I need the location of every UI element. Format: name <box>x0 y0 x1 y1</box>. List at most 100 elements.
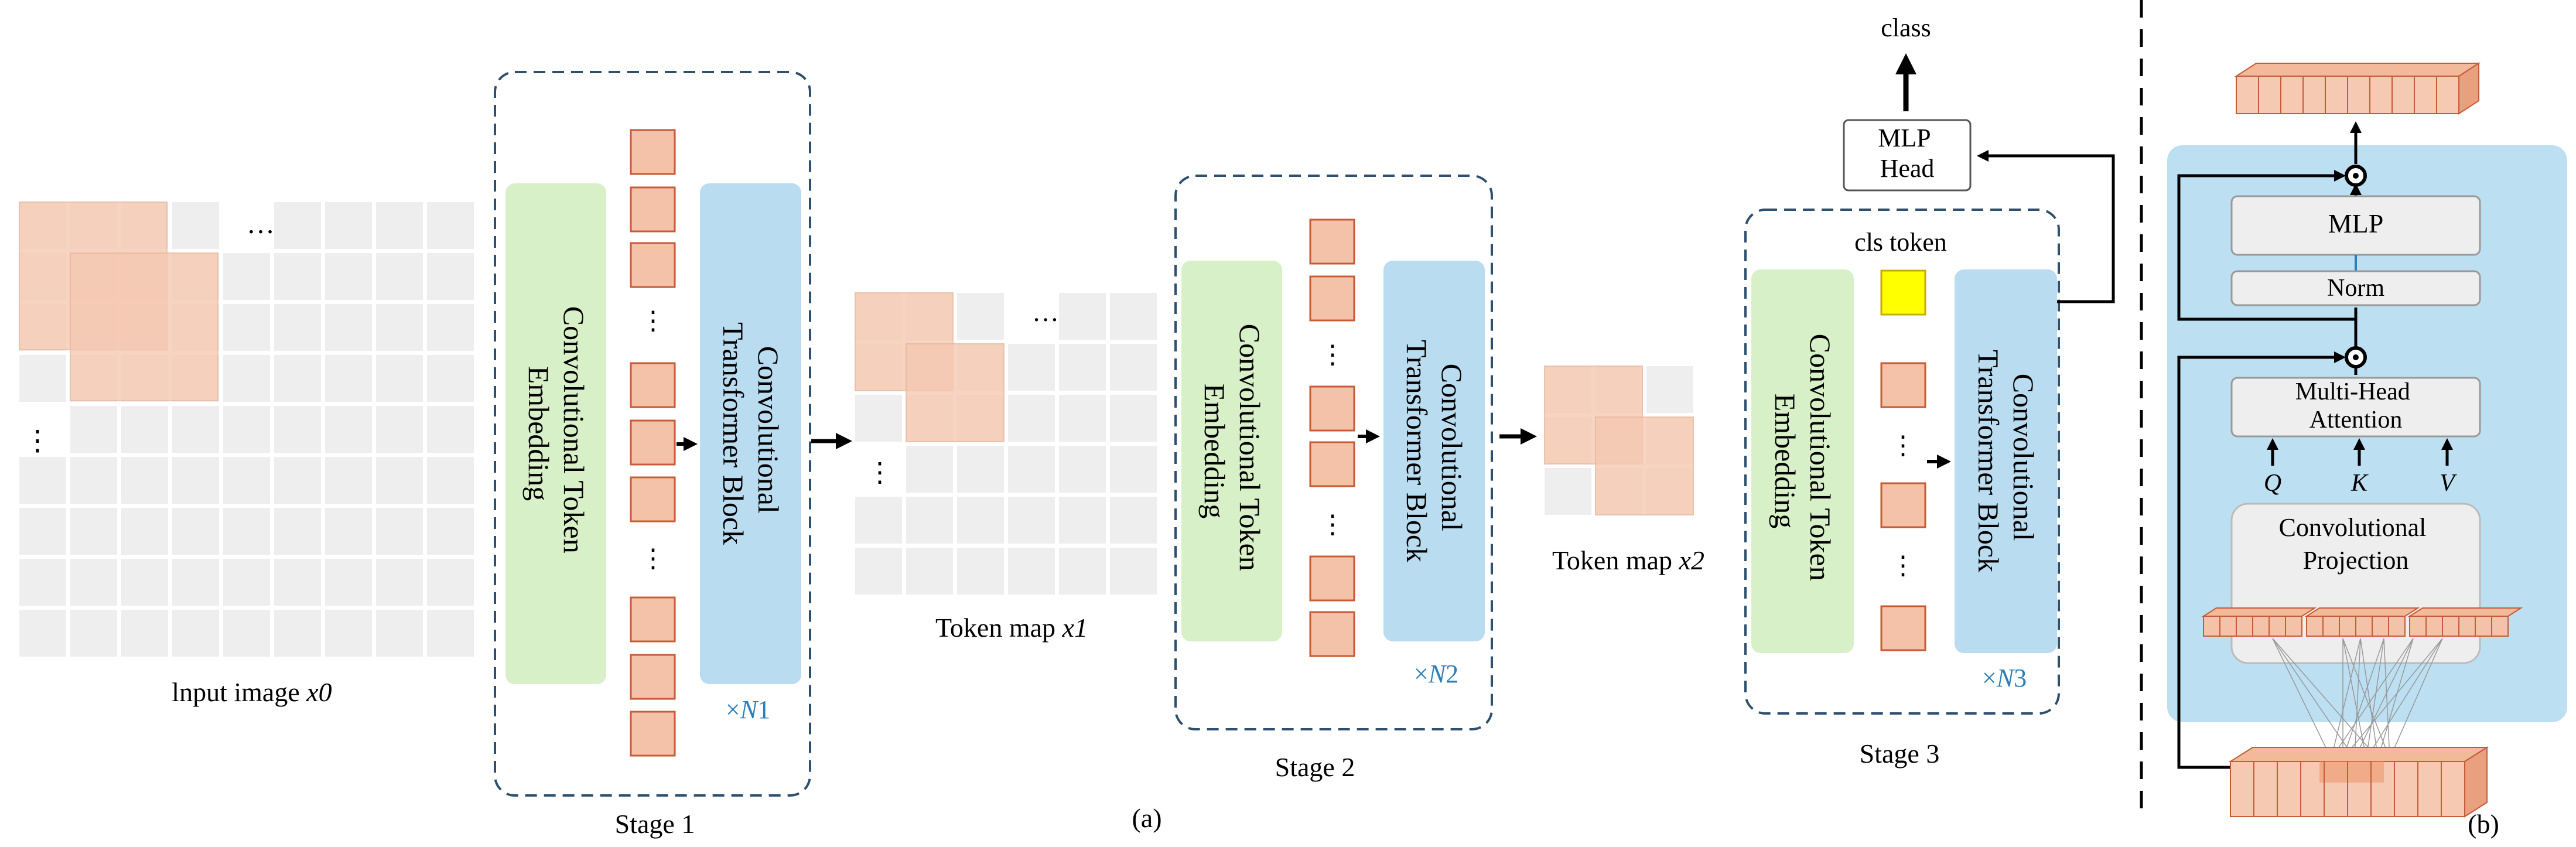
token <box>630 476 676 522</box>
projection-line <box>2389 638 2443 759</box>
grid-cell <box>19 610 66 657</box>
projection-line <box>2354 638 2414 759</box>
projection-line <box>2331 638 2361 759</box>
grid-cell <box>1008 395 1055 442</box>
stage-2-embedding-block <box>1181 261 1282 641</box>
grid-cell <box>19 559 66 606</box>
grid-cell <box>1545 468 1591 515</box>
grid-cell <box>1110 446 1157 493</box>
token-map-2-grid <box>1544 366 1694 515</box>
grid-cell <box>376 202 423 249</box>
stage-1-embedding-label: Convolutional Token Embedding <box>522 306 590 561</box>
grid-cell <box>1110 395 1157 442</box>
grid-cell <box>325 406 372 453</box>
grid-cell <box>427 559 474 606</box>
projection-line <box>2272 638 2332 759</box>
panel-b-input-tokens <box>2228 746 2489 818</box>
grid-cell <box>325 508 372 555</box>
grid-cell <box>325 304 372 351</box>
stage-3-embedding-block <box>1751 269 1854 653</box>
grid-cell <box>223 304 270 351</box>
stage-1-token-ellipsis-upper: ⋮ <box>640 306 666 335</box>
grid-cell <box>19 457 66 504</box>
grid-cell <box>427 355 474 402</box>
grid-cell <box>957 293 1004 340</box>
projection-line <box>2360 638 2379 759</box>
token <box>630 711 676 757</box>
grid-cell <box>427 304 474 351</box>
grid-cell <box>19 508 66 555</box>
projected-slab-top <box>2304 607 2420 617</box>
grid-cell <box>274 202 321 249</box>
token-map-1-v-ellipsis: ⋮ <box>866 457 893 487</box>
stage-3-repeat-label: ×N3 <box>1982 664 2027 692</box>
token <box>1309 441 1355 487</box>
grid-cell <box>1059 344 1106 391</box>
grid-cell <box>274 355 321 402</box>
q-label: Q <box>2264 470 2281 497</box>
grid-cell <box>957 446 1004 493</box>
panel-b-projected-token-slabs <box>2201 607 2523 637</box>
grid-cell <box>376 457 423 504</box>
grid-cell <box>325 202 372 249</box>
stage-2-token-column <box>1309 218 1355 657</box>
token-map-1-caption: Token map x1 <box>935 613 1088 643</box>
input-grid-v-ellipsis: ⋮ <box>23 425 52 456</box>
residual-add-top-dot <box>2353 173 2359 179</box>
input-grid-h-ellipsis: … <box>247 209 275 240</box>
token-map-1-grid <box>855 292 1157 595</box>
grid-cell <box>274 508 321 555</box>
token <box>630 186 676 233</box>
grid-cell <box>223 610 270 657</box>
projection-line <box>2272 638 2379 759</box>
stage-1-border <box>494 71 811 797</box>
grid-cell <box>1110 548 1157 595</box>
projection-line <box>2366 638 2384 759</box>
grid-cell <box>223 355 270 402</box>
grid-cell <box>427 253 474 300</box>
grid-cell <box>1008 548 1055 595</box>
stage3-to-head-connector <box>1977 150 2115 303</box>
token-map-2-caption: Token map x2 <box>1552 545 1704 575</box>
conv-patch <box>70 252 218 401</box>
projection-line <box>2342 638 2390 759</box>
mlp-head-box <box>1843 119 1972 192</box>
projection-line <box>2342 638 2384 759</box>
residual-add-bottom-dot <box>2353 354 2359 360</box>
grid-cell <box>427 406 474 453</box>
projection-line <box>2354 638 2361 759</box>
conv-patch <box>1595 416 1694 515</box>
token <box>630 654 676 700</box>
grid-cell <box>1110 344 1157 391</box>
token <box>630 129 676 175</box>
grid-cell <box>376 610 423 657</box>
stage-3-token-ellipsis-lower: ⋮ <box>1890 551 1916 580</box>
grid-cell <box>325 610 372 657</box>
grid-cell <box>1059 293 1106 340</box>
stage-3-embedding-label: Convolutional Token Embedding <box>1769 334 1837 588</box>
grid-cell <box>376 355 423 402</box>
grid-cell <box>325 355 372 402</box>
grid-cell <box>1008 446 1055 493</box>
grid-cell <box>223 253 270 300</box>
grid-cell <box>70 508 117 555</box>
grid-cell <box>906 446 953 493</box>
mlp-head-label: MLP Head <box>1878 124 1936 183</box>
stage-1-transformer-label: Convolutional Transformer Block <box>717 322 785 545</box>
grid-cell <box>172 508 219 555</box>
input-image-caption: lnput image x0 <box>172 677 332 707</box>
v-label: V <box>2440 470 2457 497</box>
stage-1-embedding-block <box>505 183 606 684</box>
grid-cell <box>427 508 474 555</box>
stage-2-border <box>1174 175 1493 730</box>
token-map-1-h-ellipsis: … <box>1032 297 1059 327</box>
grid-cell <box>70 610 117 657</box>
grid-cell <box>906 497 953 544</box>
grid-cell <box>172 610 219 657</box>
grid-cell <box>1110 497 1157 544</box>
projection-line <box>2331 638 2414 759</box>
stage-2-token-ellipsis-upper: ⋮ <box>1320 340 1345 369</box>
grid-cell <box>172 559 219 606</box>
grid-cell <box>376 253 423 300</box>
projection-line <box>2366 638 2443 759</box>
